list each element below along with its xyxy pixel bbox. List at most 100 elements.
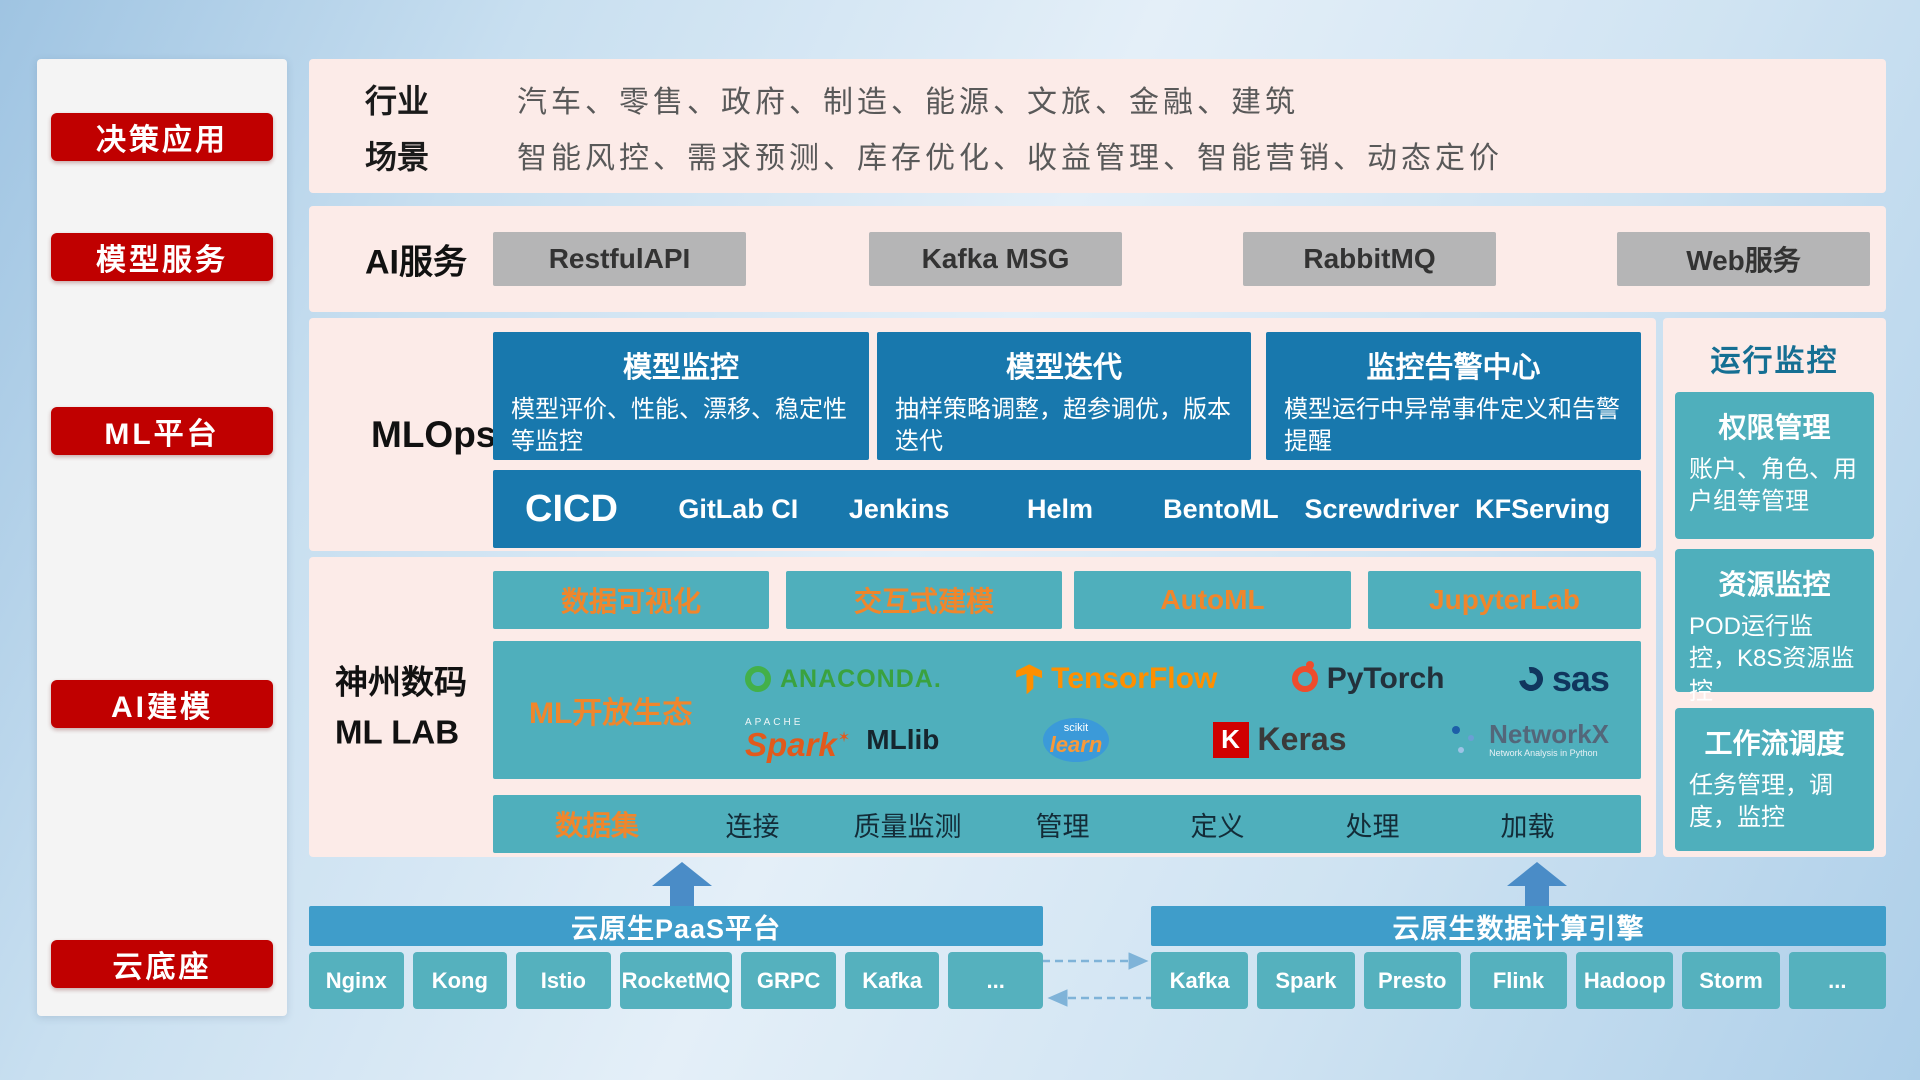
tensorflow-icon <box>1016 664 1043 695</box>
chip-kafka: Kafka <box>1151 952 1249 1009</box>
networkx-icon <box>1450 723 1480 757</box>
paas-chips: Nginx Kong Istio RocketMQ GRPC Kafka ... <box>309 952 1043 1009</box>
spark-wordmark: APACHE Spark <box>745 718 849 762</box>
chip-spark: Spark <box>1257 952 1355 1009</box>
mllab-label: 神州数码 ML LAB <box>335 658 500 757</box>
chip-more: ... <box>1788 952 1886 1009</box>
card-desc: POD运行监控，K8S资源监控 <box>1689 613 1855 705</box>
card-workflow-scheduling: 工作流调度 任务管理，调度，监控 <box>1675 708 1874 851</box>
pytorch-logo: PyTorch <box>1291 661 1445 696</box>
ai-service-label: AI服务 <box>365 243 467 282</box>
chip-flink: Flink <box>1469 952 1568 1009</box>
sas-logo: sas <box>1514 658 1610 700</box>
mllib-wordmark: MLlib <box>866 723 940 755</box>
dataflow-arrows <box>1042 952 1154 1007</box>
chip-kong: Kong <box>412 952 508 1009</box>
mlops-label: MLOps <box>371 413 497 455</box>
up-arrow-right <box>1507 862 1567 906</box>
ai-service-band: AI服务 RestfulAPI Kafka MSG RabbitMQ Web服务 <box>309 206 1886 312</box>
ml-ecosystem-box: ML开放生态 ANACONDA. TensorFlow PyTorch <box>493 641 1641 779</box>
chip-restfulapi: RestfulAPI <box>493 232 746 286</box>
cicd-item-bentoml: BentoML <box>1163 493 1279 524</box>
up-arrow-left <box>652 862 712 906</box>
engine-chips: Kafka Spark Presto Flink Hadoop Storm ..… <box>1151 952 1886 1009</box>
chip-istio: Istio <box>516 952 611 1009</box>
arrow-stem <box>1525 886 1549 906</box>
mllab-band: 神州数码 ML LAB 数据可视化 交互式建模 AutoML JupyterLa… <box>309 557 1656 857</box>
dataset-item-define: 定义 <box>1190 811 1245 842</box>
tool-data-visualization: 数据可视化 <box>493 571 769 629</box>
paas-title-bar: 云原生PaaS平台 <box>309 906 1043 946</box>
industry-row: 行业 汽车、零售、政府、制造、能源、文旅、金融、建筑 <box>365 79 1866 119</box>
chip-web-service: Web服务 <box>1617 232 1870 286</box>
cicd-item-helm: Helm <box>1027 493 1094 524</box>
tensorflow-logo: TensorFlow <box>1016 662 1217 696</box>
card-title: 资源监控 <box>1718 569 1831 600</box>
card-model-iteration: 模型迭代 抽样策略调整，超参调优，版本迭代 <box>877 332 1251 460</box>
arrow-head <box>1507 862 1567 886</box>
chip-kafka-msg: Kafka MSG <box>869 232 1122 286</box>
cicd-label: CICD <box>525 487 618 530</box>
ml-ecosystem-label: ML开放生态 <box>529 697 693 730</box>
cicd-item-kfserving: KFServing <box>1475 493 1611 524</box>
keras-wordmark: Keras <box>1257 721 1347 758</box>
keras-logo: K Keras <box>1212 721 1347 758</box>
pytorch-icon <box>1291 661 1318 693</box>
chip-more: ... <box>948 952 1043 1009</box>
cicd-bar: CICD GitLab CI Jenkins Helm BentoML Scre… <box>493 470 1641 548</box>
scenario-list: 智能风控、需求预测、库存优化、收益管理、智能营销、动态定价 <box>517 142 1503 175</box>
chip-grpc: GRPC <box>741 952 836 1009</box>
scenario-row: 场景 智能风控、需求预测、库存优化、收益管理、智能营销、动态定价 <box>365 135 1866 175</box>
card-title: 监控告警中心 <box>1366 352 1541 384</box>
tool-interactive-modeling: 交互式建模 <box>786 571 1062 629</box>
keras-icon: K <box>1212 721 1249 758</box>
cicd-item-gitlab-ci: GitLab CI <box>678 493 799 524</box>
tensorflow-wordmark: TensorFlow <box>1051 662 1218 696</box>
tool-jupyterlab: JupyterLab <box>1368 571 1641 629</box>
dataset-bar: 数据集 连接 质量监测 管理 定义 处理 加载 <box>493 795 1641 853</box>
sas-wordmark: sas <box>1551 658 1610 700</box>
card-desc: 账户、角色、用户组等管理 <box>1689 456 1857 516</box>
scikit-learn-icon: scikit learn <box>1042 717 1109 762</box>
chip-storm: Storm <box>1682 952 1780 1009</box>
chip-nginx: Nginx <box>309 952 404 1009</box>
dataset-item-load: 加载 <box>1500 811 1555 842</box>
dataset-item-process: 处理 <box>1345 811 1400 842</box>
mllab-label-line1: 神州数码 <box>335 663 467 701</box>
engine-title-bar: 云原生数据计算引擎 <box>1151 906 1886 946</box>
arrow-stem <box>670 886 694 906</box>
anaconda-logo: ANACONDA. <box>745 665 942 694</box>
dataset-item-connect: 连接 <box>725 811 780 842</box>
mlops-band: MLOps 模型监控 模型评价、性能、漂移、稳定性等监控 模型迭代 抽样策略调整… <box>309 318 1656 551</box>
card-permission-management: 权限管理 账户、角色、用户组等管理 <box>1675 392 1874 539</box>
layer-label-decision-apps: 决策应用 <box>51 113 273 161</box>
dataset-item-manage: 管理 <box>1035 811 1090 842</box>
industry-list: 汽车、零售、政府、制造、能源、文旅、金融、建筑 <box>517 86 1299 119</box>
layer-label-ai-modeling: AI建模 <box>51 680 273 728</box>
networkx-wordmark: NetworkX Network Analysis in Python <box>1489 719 1609 758</box>
industry-scenario-band: 行业 汽车、零售、政府、制造、能源、文旅、金融、建筑 场景 智能风控、需求预测、… <box>309 59 1886 193</box>
logo-row: APACHE Spark MLlib scikit learn K Keras <box>721 717 1633 762</box>
industry-label: 行业 <box>365 83 430 119</box>
cicd-item-jenkins: Jenkins <box>848 493 950 524</box>
runtime-monitor-title: 运行监控 <box>1710 345 1839 378</box>
card-model-monitoring: 模型监控 模型评价、性能、漂移、稳定性等监控 <box>493 332 869 460</box>
networkx-logo: NetworkX Network Analysis in Python <box>1450 720 1609 758</box>
left-rail: 决策应用 模型服务 ML平台 AI建模 云底座 <box>37 59 287 1016</box>
chip-rabbitmq: RabbitMQ <box>1243 232 1496 286</box>
layer-label-ml-platform: ML平台 <box>51 407 273 455</box>
scenario-label: 场景 <box>365 139 430 175</box>
cicd-item-screwdriver: Screwdriver <box>1304 493 1460 524</box>
logo-row: ANACONDA. TensorFlow PyTorch sas <box>721 658 1633 700</box>
card-title: 模型迭代 <box>1005 352 1122 384</box>
card-desc: 模型评价、性能、漂移、稳定性等监控 <box>511 396 847 456</box>
mllab-label-line2: ML LAB <box>335 713 460 750</box>
card-desc: 抽样策略调整，超参调优，版本迭代 <box>895 396 1231 456</box>
anaconda-icon <box>745 666 771 693</box>
layer-label-cloud-base: 云底座 <box>51 940 273 988</box>
card-alert-center: 监控告警中心 模型运行中异常事件定义和告警提醒 <box>1266 332 1641 460</box>
card-desc: 模型运行中异常事件定义和告警提醒 <box>1284 396 1620 456</box>
pytorch-wordmark: PyTorch <box>1326 662 1445 696</box>
card-title: 权限管理 <box>1718 412 1831 443</box>
